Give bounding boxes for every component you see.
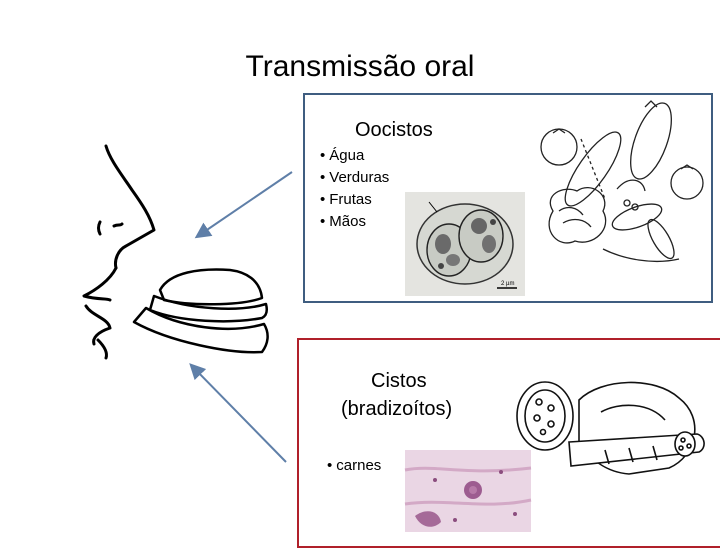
- cysts-list: carnes: [327, 455, 381, 477]
- oocysts-panel: Oocistos Água Verduras Frutas Mãos 2 µm: [303, 93, 713, 303]
- slide-title-text: Transmissão oral: [245, 50, 475, 83]
- list-item: carnes: [327, 455, 381, 477]
- oocyst-micrograph: 2 µm: [405, 192, 525, 296]
- oocysts-list: Água Verduras Frutas Mãos: [320, 145, 389, 233]
- scale-bar-label: 2 µm: [501, 281, 514, 287]
- list-item: Verduras: [320, 167, 389, 189]
- cysts-panel: Cistos (bradizoítos) carnes: [297, 338, 720, 548]
- list-item: Frutas: [320, 189, 389, 211]
- cysts-heading-line1: Cistos: [371, 370, 427, 392]
- vegetables-illustration: [540, 100, 704, 262]
- cysts-heading-line2: (bradizoítos): [341, 398, 453, 420]
- tissue-micrograph: [404, 450, 532, 532]
- oocysts-heading: Oocistos: [355, 119, 433, 141]
- list-item: Água: [320, 145, 389, 167]
- slide-title: Transmissão oral: [0, 50, 720, 84]
- face-profile-drawing: [82, 144, 269, 360]
- arrow-to-face-lower: [189, 363, 287, 463]
- list-item: Mãos: [320, 211, 389, 233]
- meat-illustration: [516, 381, 705, 475]
- arrow-to-face-upper: [194, 171, 293, 239]
